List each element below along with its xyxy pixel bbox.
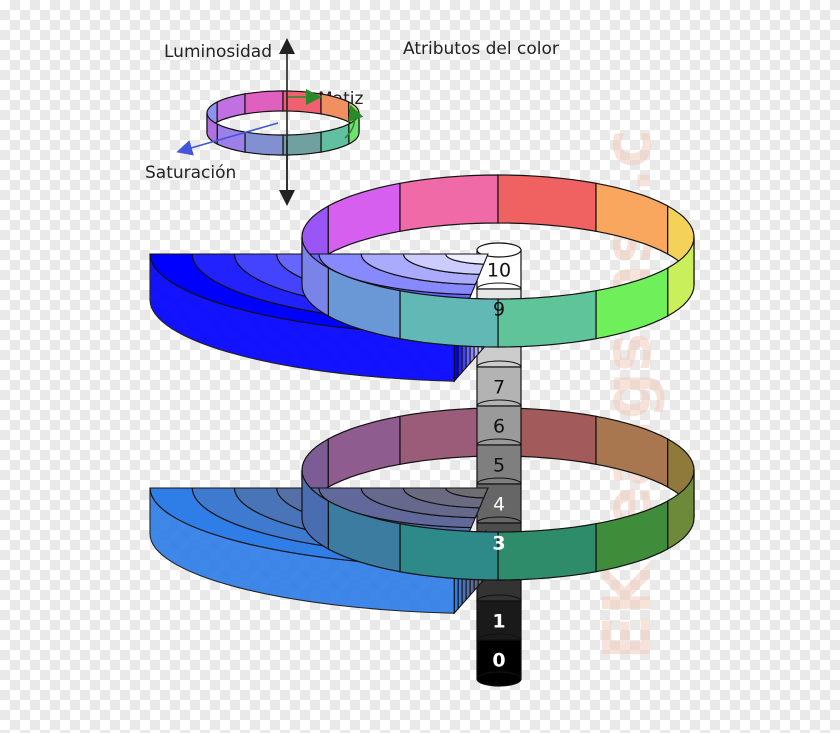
lightness-value-label: 1 <box>492 611 505 633</box>
upper-ring-segment <box>327 182 401 255</box>
legend-mini-ring <box>206 90 360 156</box>
lightness-value-label: 9 <box>493 299 505 321</box>
mini-ring-segment <box>244 90 284 115</box>
lightness-column <box>476 242 522 687</box>
lower-ring-segment <box>327 415 401 488</box>
diagram-title: Atributos del color <box>403 39 559 59</box>
lower-wedge-top-step <box>445 487 489 499</box>
lower-hue-ring-front <box>301 469 695 581</box>
saturation-arrow <box>176 122 279 156</box>
lower-ring-segment <box>301 469 329 551</box>
mini-ring-segment <box>282 90 322 115</box>
lightness-value-label: 4 <box>493 494 505 516</box>
upper-ring-segment <box>497 174 597 233</box>
mini-ring-segment <box>216 93 246 123</box>
lower-ring-segment <box>399 522 499 581</box>
upper-wedge-top-step <box>445 253 489 265</box>
mini-ring-segment <box>244 131 284 156</box>
upper-ring-segment <box>497 289 597 348</box>
lightness-value-label: 5 <box>493 455 505 477</box>
mini-ring-segment <box>320 123 350 153</box>
upper-wedge-curved-wall <box>149 253 455 382</box>
lightness-value-label: 10 <box>487 260 511 282</box>
saturation-label: Saturación <box>145 163 236 183</box>
lightness-cylinder-base <box>476 671 522 687</box>
luminosity-label: Luminosidad <box>164 42 272 62</box>
mini-ring-segment <box>282 131 322 156</box>
lower-ring-segment <box>497 522 597 581</box>
lightness-value-label: 6 <box>493 416 505 438</box>
mini-ring-segment <box>216 123 246 153</box>
upper-ring-segment <box>399 174 499 233</box>
upper-hue-ring-front <box>301 236 695 348</box>
upper-ring-segment <box>301 236 329 318</box>
hue-arrow-curve <box>344 104 364 139</box>
lightness-value-label: 7 <box>493 377 505 399</box>
lightness-value-label: 0 <box>492 650 505 672</box>
lightness-value-label: 3 <box>492 533 505 555</box>
lower-hue-ring-back <box>301 407 695 519</box>
upper-ring-segment <box>399 289 499 348</box>
lower-wedge-curved-wall <box>149 487 455 614</box>
